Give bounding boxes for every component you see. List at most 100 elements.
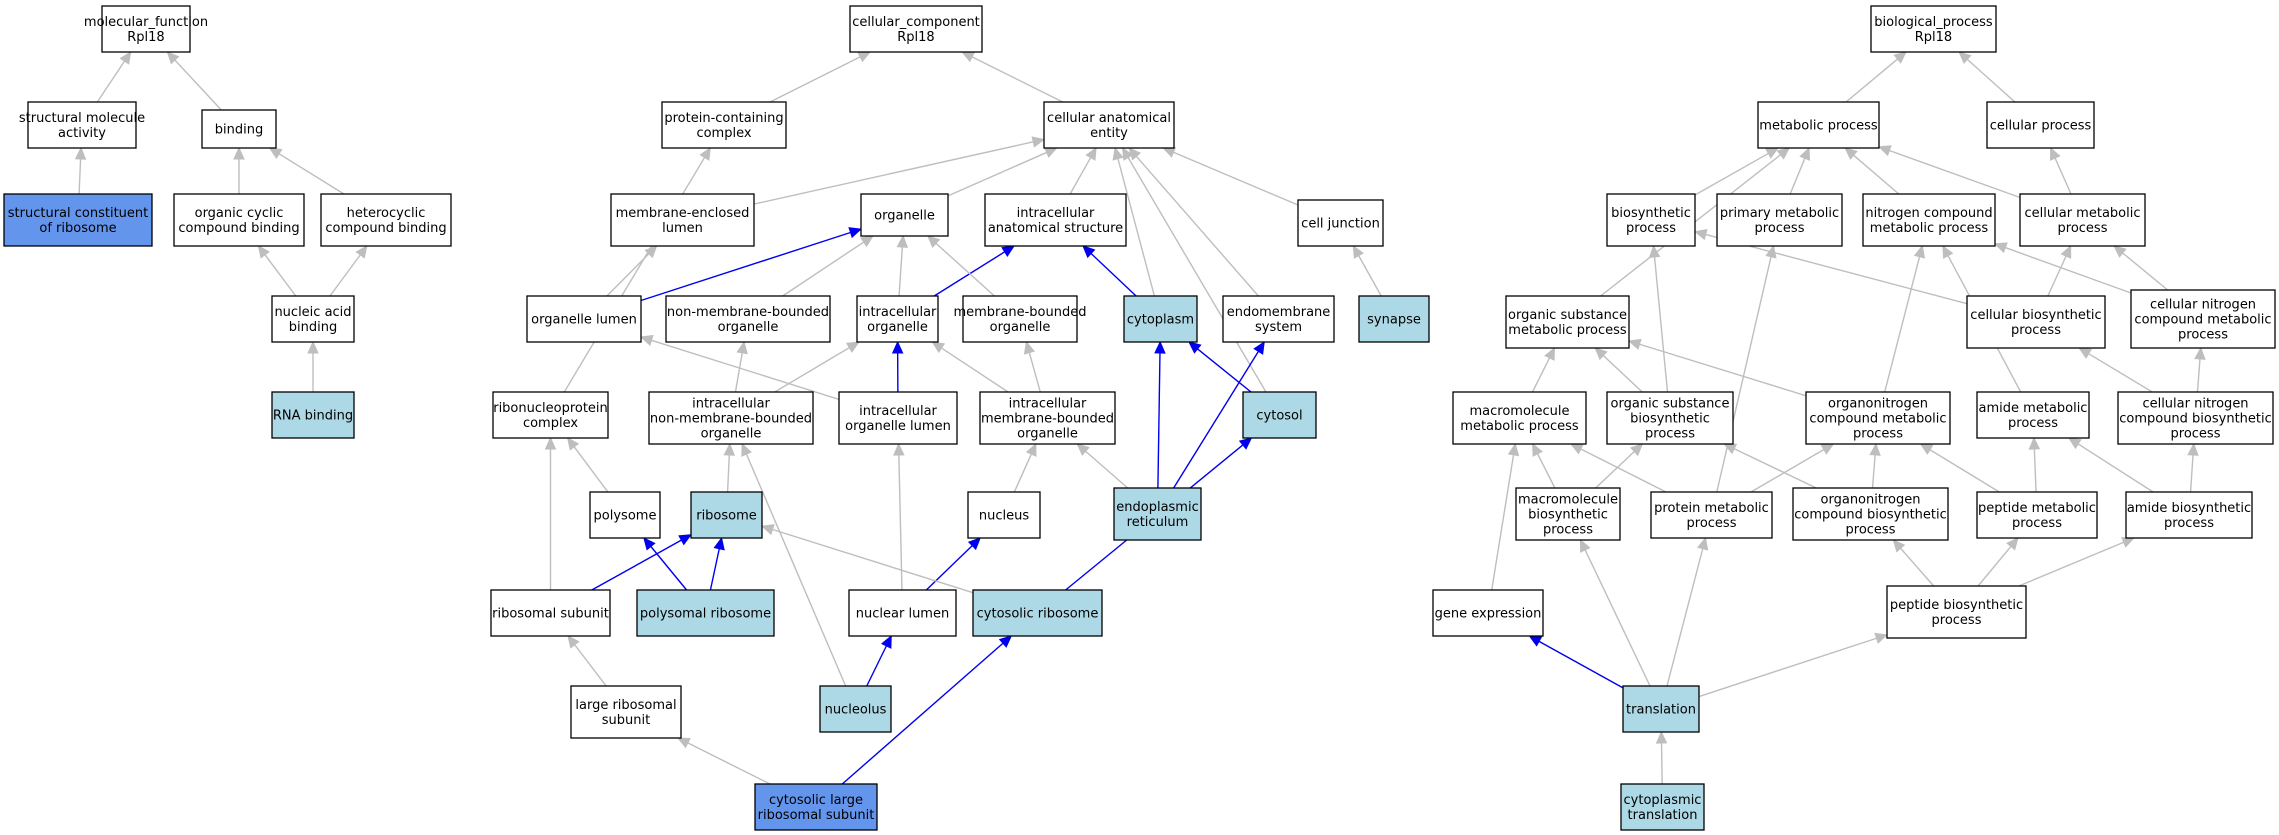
edge-line	[650, 546, 688, 591]
node-label: metabolic process	[1870, 221, 1989, 236]
edge-line	[866, 645, 888, 687]
node-cp: cellular process	[1986, 101, 2095, 149]
edge-arrowhead	[723, 442, 736, 456]
node-box	[1043, 101, 1175, 149]
edge-arrowhead	[857, 51, 872, 63]
edge-line	[1666, 548, 1704, 687]
edge-abp-to-cncbp	[2187, 442, 2199, 493]
node-label: metabolic process	[1508, 323, 1627, 338]
edge-organelle-to-cae	[947, 147, 1058, 197]
edge-line	[1580, 448, 1667, 493]
edge-oncmp-to-ncmp	[1884, 244, 1926, 393]
node-label: compound metabolic	[1809, 412, 1946, 427]
edge-clrsu-to-crib	[841, 635, 1013, 785]
node-label: translation	[1626, 703, 1696, 718]
edge-line	[651, 339, 840, 401]
edge-nmbo-to-organelle	[782, 235, 874, 297]
edge-line	[947, 151, 1047, 197]
node-label: nuclear lumen	[856, 607, 949, 622]
edge-arrowhead	[268, 147, 283, 159]
edge-line	[264, 254, 297, 297]
node-label: activity	[58, 126, 106, 141]
edge-cncbp-to-cbp	[2078, 347, 2153, 393]
edge-line	[1602, 355, 1643, 393]
node-box	[570, 685, 682, 739]
edge-arrowhead	[1544, 346, 1556, 361]
edge-er-to-endosys	[1173, 340, 1265, 489]
node-label: cytosolic large	[769, 793, 863, 808]
edge-arrowhead	[845, 341, 860, 353]
node-label: ribonucleoprotein	[493, 401, 608, 416]
node-box	[1966, 295, 2106, 349]
edge-line	[1871, 454, 1876, 489]
edge-cae-to-cc	[961, 51, 1064, 103]
edge-translation-to-pepbp	[1698, 632, 1889, 698]
edge-scr-to-sma	[74, 146, 87, 195]
edge-line	[1127, 157, 1267, 393]
edge-arrowhead	[741, 442, 752, 457]
node-box	[490, 589, 611, 637]
edge-arrowhead	[1238, 437, 1253, 450]
node-label: Rpl18	[897, 30, 934, 45]
node-box	[979, 391, 1116, 445]
edge-arrowhead	[1253, 340, 1265, 355]
node-nucleus: nucleus	[967, 491, 1041, 539]
node-label: peptide metabolic	[1978, 501, 2096, 516]
node-label: translation	[1628, 808, 1698, 823]
node-label: Rpl18	[127, 30, 164, 45]
node-label: of ribosome	[39, 221, 116, 236]
edge-arrowhead	[1188, 341, 1202, 354]
edge-arrowhead	[544, 436, 557, 450]
edge-arrowhead	[1630, 443, 1644, 457]
edge-arrowhead	[893, 442, 905, 456]
node-label: biosynthetic	[1630, 412, 1710, 427]
edge-line	[1173, 151, 1299, 206]
edge-crib-to-ribosome	[760, 524, 974, 594]
node-label: molecular_function	[84, 15, 208, 30]
node-label: cytosol	[1256, 409, 1302, 424]
edge-arrowhead	[1697, 536, 1709, 551]
edge-ol-to-organelle	[640, 227, 863, 302]
node-cytosol: cytosol	[1242, 391, 1317, 439]
node-box	[661, 101, 787, 149]
edge-arrowhead	[307, 340, 319, 354]
node-label: organelle lumen	[531, 313, 637, 328]
edge-line	[2018, 541, 2124, 587]
edge-line	[2189, 454, 2194, 493]
node-label: process	[2012, 516, 2062, 531]
node-label: polysome	[594, 509, 657, 524]
edge-pmp-to-mp	[1789, 146, 1811, 195]
edge-line	[1135, 155, 1259, 297]
node-label: ribosome	[696, 509, 757, 524]
node-box	[1222, 295, 1335, 343]
edge-arrowhead	[1820, 443, 1835, 455]
edge-arrowhead	[860, 235, 874, 248]
edge-line	[1660, 742, 1663, 785]
edge-arrowhead	[678, 534, 693, 546]
edge-osbp-to-osmp	[1594, 347, 1643, 393]
node-label: process	[1853, 427, 1903, 442]
node-box	[1452, 391, 1587, 445]
node-box	[838, 391, 958, 445]
node-label: system	[1255, 320, 1302, 335]
edge-arrowhead	[1352, 244, 1364, 259]
edge-arrowhead	[676, 737, 691, 749]
edge-arrowhead	[931, 341, 946, 354]
edge-line	[1900, 547, 1935, 587]
node-label: organelle lumen	[845, 419, 951, 434]
edge-line	[941, 347, 1009, 393]
edge-line	[1845, 58, 1898, 103]
edge-line	[1157, 352, 1161, 489]
edge-line	[1653, 256, 1669, 393]
edge-arrowhead	[1579, 538, 1591, 553]
node-label: polysomal ribosome	[640, 607, 771, 622]
edge-arrowhead	[967, 537, 982, 551]
node-label: Rpl18	[1915, 30, 1952, 45]
